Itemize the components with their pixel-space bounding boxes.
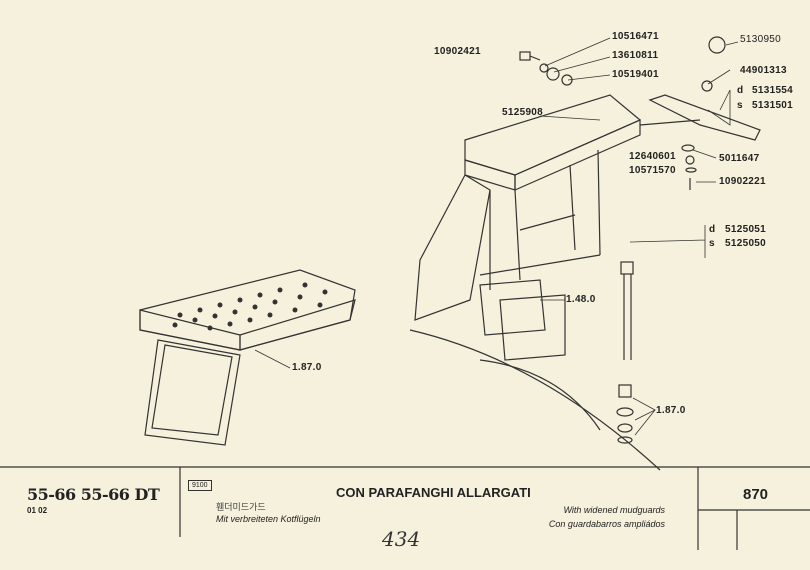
callout-5125908: 5125908 [502, 107, 544, 118]
title-spanish: Con guardabarros ampliádos [548, 519, 665, 529]
title-block-frame [0, 466, 810, 550]
callout-10902221: 10902221 [719, 176, 766, 187]
leader-lines [254, 37, 739, 436]
callout-10516471: 10516471 [612, 31, 659, 42]
page-number: 870 [743, 486, 769, 503]
callout-13610811: 13610811 [612, 50, 659, 61]
mark-s-1: s [737, 100, 743, 111]
title-korean: 휀더미드가드 [216, 502, 266, 512]
title-german: Mit verbreiteten Kotflügeln [216, 514, 321, 524]
handwritten-number: 434 [382, 527, 421, 551]
ref-1-87-0-left: 1.87.0 [292, 362, 322, 373]
callout-5125050: 5125050 [725, 238, 767, 249]
mark-d-1: d [737, 85, 744, 96]
page-title: CON PARAFANGHI ALLARGATI [336, 485, 531, 500]
callout-5011647: 5011647 [719, 153, 760, 164]
model-numbers: 55-66 55-66 DT [27, 485, 160, 504]
callout-10571570: 10571570 [629, 165, 676, 176]
callout-5131554: 5131554 [752, 85, 794, 96]
mark-d-2: d [709, 224, 716, 235]
model-subcodes: 01 02 [27, 506, 48, 515]
small-parts-drawing [519, 36, 726, 190]
ref-1-48-0: 1.48.0 [566, 294, 596, 305]
group-code: 9100 [188, 480, 212, 491]
callout-44901313: 44901313 [740, 65, 787, 76]
fender-frame-drawing [409, 94, 761, 471]
callout-5131501: 5131501 [752, 100, 794, 111]
callout-10902421: 10902421 [434, 46, 481, 57]
long-bolt-drawing [616, 261, 634, 444]
title-english: With widened mudguards [563, 505, 665, 515]
ref-1-87-0-right: 1.87.0 [656, 405, 686, 416]
step-platform-drawing [139, 269, 356, 446]
callout-12640601: 12640601 [629, 151, 676, 162]
mark-s-2: s [709, 238, 715, 249]
callout-5130950: 5130950 [740, 34, 782, 45]
callout-10519401: 10519401 [612, 69, 659, 80]
callout-5125051: 5125051 [725, 224, 767, 235]
